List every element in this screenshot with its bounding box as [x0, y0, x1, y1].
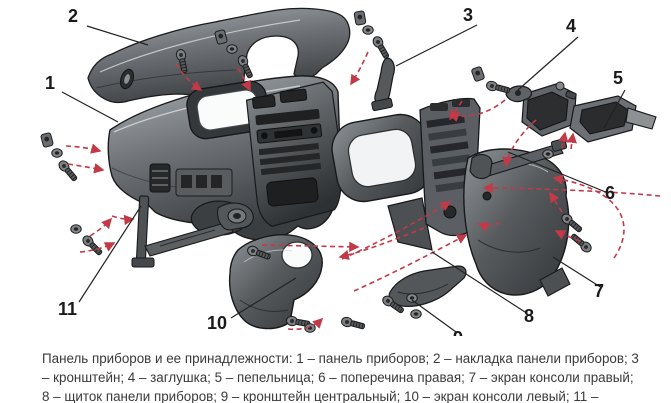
diagram-artwork	[39, 7, 661, 333]
callout-5: 5	[613, 68, 624, 88]
caption-text: Панель приборов и ее принадлежности: 1 –…	[42, 351, 639, 403]
part-2-panel-trim	[87, 7, 351, 104]
part-11-left-crossmember	[131, 195, 254, 268]
part-8-cluster-shield	[331, 97, 481, 251]
part-10-left-console-screen	[228, 234, 323, 330]
callout-4: 4	[566, 16, 577, 36]
callout-6: 6	[605, 183, 616, 203]
part-6-right-crossmember	[469, 138, 568, 180]
callout-1: 1	[45, 73, 56, 93]
leader-lines	[61, 24, 626, 333]
part-3-bracket	[371, 57, 395, 112]
part-9-central-bracket	[388, 265, 467, 307]
callout-9: 9	[453, 328, 463, 336]
part-1-instrument-panel	[107, 75, 343, 241]
callout-8: 8	[524, 306, 535, 326]
callout-7: 7	[594, 281, 605, 301]
part-4-plug	[505, 85, 533, 103]
assembly-arrows	[65, 51, 661, 331]
exploded-diagram: 1 2 3 4 5 6 7 8 9 10 11	[39, 5, 661, 336]
callout-10: 10	[207, 313, 228, 333]
part-5-ashtray	[569, 95, 657, 143]
callout-2: 2	[68, 6, 79, 26]
callout-11: 11	[58, 299, 78, 319]
callout-3: 3	[463, 5, 474, 25]
ashtray-housing	[521, 81, 577, 137]
